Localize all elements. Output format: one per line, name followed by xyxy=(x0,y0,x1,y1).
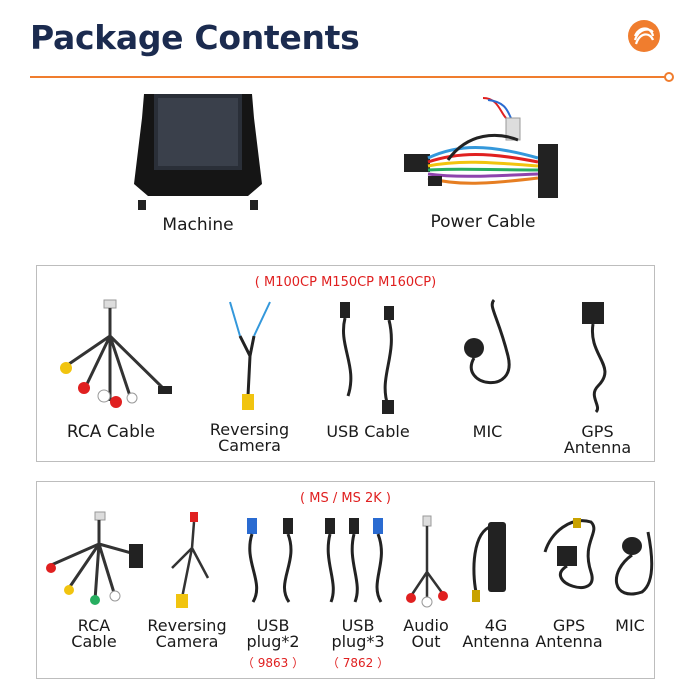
g1-mic-item: MIC xyxy=(440,296,535,440)
g2-usb-plug3-item: USB plug*3 （ 7862 ） xyxy=(318,512,398,671)
usb-plug-icon xyxy=(325,518,383,603)
g2-audio-label-2: Out xyxy=(411,632,441,651)
g2-usb3-model-code: （ 7862 ） xyxy=(326,656,390,670)
g2-usb2-label-1: USB xyxy=(256,616,290,635)
mic-icon xyxy=(615,531,654,596)
g2-rca-label-2: Cable xyxy=(71,632,117,651)
g2-reversing-label-1: Reversing xyxy=(147,616,227,635)
power-cable-item: Power Cable xyxy=(388,92,578,231)
g1-mic-label: MIC xyxy=(472,422,503,441)
gps-antenna-icon xyxy=(543,518,596,589)
page-title: Package Contents xyxy=(30,18,360,57)
g2-mic-label: MIC xyxy=(615,616,645,635)
g1-gps-antenna-item: GPS Antenna xyxy=(550,296,645,456)
g1-rca-cable-label: RCA Cable xyxy=(66,422,156,442)
4g-antenna-icon xyxy=(472,522,506,602)
g2-usb2-model-code: （ 9863 ） xyxy=(241,656,305,670)
g1-usb-cable-item: USB Cable xyxy=(318,296,418,440)
g2-gps-antenna-item: GPS Antenna xyxy=(530,512,608,650)
usb-plug-icon xyxy=(247,518,293,603)
g1-reversing-label-2: Camera xyxy=(218,436,281,455)
g2-usb-plug2-item: USB plug*2 （ 9863 ） xyxy=(238,512,308,671)
g2-usb3-label-1: USB xyxy=(341,616,375,635)
camera-cable-icon xyxy=(171,512,210,608)
g2-rca-cable-item: RCA Cable xyxy=(38,508,150,650)
machine-label: Machine xyxy=(162,215,234,235)
rca-cable-icon xyxy=(60,299,172,408)
gps-antenna-icon xyxy=(581,302,606,414)
g1-reversing-label-1: Reversing xyxy=(209,420,290,439)
g1-rca-cable-item: RCA Cable xyxy=(46,296,176,441)
g2-reversing-label-2: Camera xyxy=(155,632,219,651)
g2-gps-label-1: GPS xyxy=(552,616,586,635)
group2-model-label: ( MS / MS 2K ) xyxy=(300,491,391,506)
header-divider xyxy=(30,76,667,78)
power-harness-icon xyxy=(404,97,558,198)
divider-end-dot xyxy=(664,72,674,82)
g1-reversing-camera-item: Reversing Camera xyxy=(192,296,307,454)
g2-audio-label-1: Audio xyxy=(403,616,449,635)
g2-usb3-label-2: plug*3 xyxy=(331,632,385,651)
head-unit-icon xyxy=(134,94,262,210)
group1-model-label: ( M100CP M150CP M160CP) xyxy=(254,275,437,290)
g1-gps-label-2: Antenna xyxy=(563,438,632,457)
g2-mic-item: MIC xyxy=(600,512,660,634)
g2-4g-label-1: 4G xyxy=(484,616,508,635)
machine-item: Machine xyxy=(118,88,278,234)
orange-coil-icon xyxy=(628,20,660,52)
group2-box: ( MS / MS 2K ) xyxy=(36,481,655,679)
usb-cable-icon xyxy=(340,302,394,414)
g1-usb-cable-label: USB Cable xyxy=(326,422,410,441)
g2-audio-out-item: Audio Out xyxy=(396,512,456,650)
g1-gps-label-1: GPS xyxy=(581,422,614,441)
audio-out-icon xyxy=(406,515,448,608)
camera-cable-icon xyxy=(228,301,271,410)
g2-rca-label-1: RCA xyxy=(77,616,111,635)
g2-reversing-camera-item: Reversing Camera xyxy=(142,508,232,650)
group1-box: ( M100CP M150CP M160CP) xyxy=(36,265,655,462)
rca-cable-icon xyxy=(46,511,143,605)
g2-usb2-label-2: plug*2 xyxy=(246,632,300,651)
g2-4g-label-2: Antenna xyxy=(462,632,530,651)
power-cable-label: Power Cable xyxy=(430,212,536,232)
mic-icon xyxy=(463,298,511,384)
g2-4g-antenna-item: 4G Antenna xyxy=(460,512,532,650)
g2-gps-label-2: Antenna xyxy=(535,632,603,651)
